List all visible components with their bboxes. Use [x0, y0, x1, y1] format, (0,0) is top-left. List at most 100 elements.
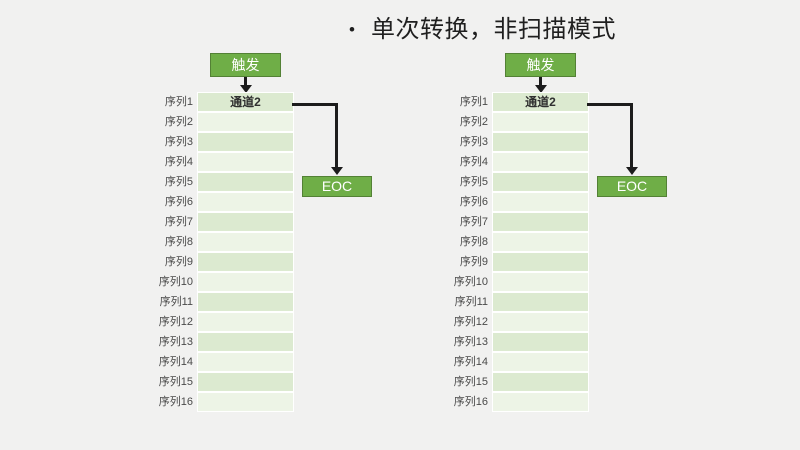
sequence-label: 序列11	[159, 296, 193, 308]
trigger-arrowhead-icon	[240, 85, 252, 93]
sequence-label: 序列13	[158, 336, 193, 348]
sequence-cell	[493, 333, 588, 351]
sequence-label: 序列5	[164, 176, 193, 188]
sequence-cell	[198, 193, 293, 211]
sequence-label: 序列7	[164, 216, 193, 228]
sequence-cell	[198, 233, 293, 251]
sequence-cell	[198, 353, 293, 371]
sequence-label: 序列6	[164, 196, 193, 208]
sequence-cell	[198, 173, 293, 191]
sequence-cell: 通道2	[198, 93, 293, 111]
sequence-cell	[493, 273, 588, 291]
sequence-cell	[493, 113, 588, 131]
sequence-cell	[493, 293, 588, 311]
sequence-label: 序列8	[164, 236, 193, 248]
eoc-arrow-vline	[630, 103, 633, 167]
sequence-row: 序列15	[435, 373, 588, 391]
sequence-row: 序列11	[435, 293, 588, 311]
sequence-row: 序列4	[435, 153, 588, 171]
sequence-row: 序列5	[140, 173, 293, 191]
sequence-row: 序列7	[435, 213, 588, 231]
sequence-cell	[493, 233, 588, 251]
sequence-cell	[198, 113, 293, 131]
sequence-cell	[493, 253, 588, 271]
sequence-cell	[493, 193, 588, 211]
sequence-label: 序列8	[459, 236, 488, 248]
sequence-label: 序列1	[459, 96, 488, 108]
sequence-label: 序列11	[454, 296, 488, 308]
title-text: 单次转换，非扫描模式	[370, 16, 616, 43]
sequence-label: 序列2	[459, 116, 488, 128]
sequence-label: 序列4	[459, 156, 488, 168]
eoc-arrow-vline	[335, 103, 338, 167]
sequence-label: 序列5	[459, 176, 488, 188]
sequence-label: 序列4	[164, 156, 193, 168]
sequence-table: 序列1 通道2 序列2 序列3 序列4 序列5 序列6 序列7 序列8 序列9	[435, 93, 588, 413]
sequence-row: 序列11	[140, 293, 293, 311]
trigger-arrow-line	[244, 77, 247, 86]
sequence-row: 序列4	[140, 153, 293, 171]
sequence-row: 序列9	[435, 253, 588, 271]
eoc-arrow-hline	[587, 103, 633, 106]
sequence-row: 序列3	[140, 133, 293, 151]
sequence-cell	[493, 213, 588, 231]
sequence-cell	[198, 253, 293, 271]
eoc-arrowhead-icon	[626, 167, 638, 175]
sequence-row: 序列8	[435, 233, 588, 251]
sequence-cell	[198, 313, 293, 331]
sequence-cell	[493, 393, 588, 411]
sequence-label: 序列15	[453, 376, 488, 388]
sequence-cell	[493, 173, 588, 191]
diagram-left: 触发 序列1 通道2 序列2 序列3 序列4 序列5 序列6 序列7 序列8	[140, 53, 372, 413]
trigger-box: 触发	[505, 53, 576, 77]
sequence-label: 序列16	[453, 396, 488, 408]
sequence-label: 序列15	[158, 376, 193, 388]
sequence-row: 序列6	[435, 193, 588, 211]
sequence-row: 序列15	[140, 373, 293, 391]
sequence-row: 序列9	[140, 253, 293, 271]
sequence-label: 序列9	[459, 256, 488, 268]
sequence-row: 序列10	[140, 273, 293, 291]
sequence-label: 序列14	[453, 356, 488, 368]
sequence-cell: 通道2	[493, 93, 588, 111]
eoc-arrow-hline	[292, 103, 338, 106]
sequence-row: 序列3	[435, 133, 588, 151]
sequence-cell	[493, 373, 588, 391]
sequence-cell	[198, 153, 293, 171]
sequence-cell	[198, 333, 293, 351]
sequence-label: 序列2	[164, 116, 193, 128]
sequence-row: 序列14	[140, 353, 293, 371]
sequence-row: 序列12	[140, 313, 293, 331]
sequence-row: 序列6	[140, 193, 293, 211]
sequence-label: 序列1	[164, 96, 193, 108]
sequence-cell	[493, 133, 588, 151]
trigger-box: 触发	[210, 53, 281, 77]
sequence-label: 序列3	[459, 136, 488, 148]
sequence-table: 序列1 通道2 序列2 序列3 序列4 序列5 序列6 序列7 序列8 序列9	[140, 93, 293, 413]
diagram-right: 触发 序列1 通道2 序列2 序列3 序列4 序列5 序列6 序列7 序列8	[295, 0, 695, 450]
sequence-cell	[198, 293, 293, 311]
sequence-row: 序列13	[435, 333, 588, 351]
sequence-row: 序列10	[435, 273, 588, 291]
sequence-cell	[198, 373, 293, 391]
sequence-label: 序列12	[158, 316, 193, 328]
sequence-row: 序列2	[140, 113, 293, 131]
sequence-row: 序列16	[140, 393, 293, 411]
sequence-row: 序列1 通道2	[435, 93, 588, 111]
sequence-row: 序列2	[435, 113, 588, 131]
eoc-box: EOC	[302, 176, 372, 197]
sequence-label: 序列10	[453, 276, 488, 288]
sequence-row: 序列13	[140, 333, 293, 351]
bullet-icon: •	[349, 20, 355, 39]
sequence-label: 序列14	[158, 356, 193, 368]
sequence-cell	[493, 153, 588, 171]
eoc-arrowhead-icon	[331, 167, 343, 175]
sequence-row: 序列8	[140, 233, 293, 251]
sequence-cell	[198, 133, 293, 151]
sequence-label: 序列10	[158, 276, 193, 288]
sequence-label: 序列3	[164, 136, 193, 148]
sequence-cell	[198, 393, 293, 411]
sequence-cell	[198, 273, 293, 291]
sequence-label: 序列13	[453, 336, 488, 348]
sequence-cell	[493, 313, 588, 331]
